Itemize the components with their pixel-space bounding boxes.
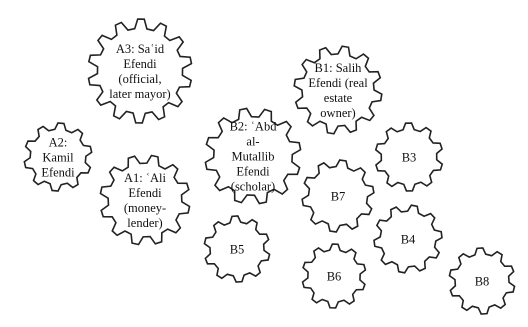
gear-b2-shape [204,107,302,205]
gear-b6-shape [301,243,367,309]
gear-b2-label-line: Mutallib [231,149,274,163]
gear-a3-label-line: Efendi [123,57,157,71]
gear-b2-label-line: B2: ʿAbd [230,119,278,133]
gear-b6: B6 [301,243,367,309]
gear-a3-label-line: later mayor) [109,87,170,101]
gear-a1-shape [99,154,191,246]
gear-b3: B3 [374,122,444,192]
gear-b7-label-line: B7 [331,189,346,203]
gear-b1-label-line: Efendi (real [308,76,368,90]
gear-b8-shape [448,247,516,315]
gear-b4-shape [373,204,443,274]
gear-a1-label-line: A1: ʿAli [124,171,167,185]
gear-a2-label-line: A2: [49,135,68,149]
gear-b5-shape [203,215,271,283]
gear-a3-label-line: A3: Saʿid [116,42,165,56]
gear-b7-shape [301,159,375,233]
gear-b1-label-line: owner) [320,106,355,120]
gear-a3-shape [87,18,193,124]
gear-a2-shape [23,122,93,192]
gear-b8-label-line: B8 [475,274,490,288]
gear-b8: B8 [448,247,516,315]
gear-b2-label-line: (scholar) [231,179,275,193]
gear-b4: B4 [373,204,443,274]
gear-b3-label-line: B3 [402,150,417,164]
gear-b2-label-line: al- [246,134,259,148]
gear-b7: B7 [301,159,375,233]
gear-b6-label-line: B6 [327,269,342,283]
gear-b1-label-line: B1: Salih [315,61,363,75]
gear-a2-label-line: Efendi [41,165,75,179]
gear-b3-shape [374,122,444,192]
gear-b5-label-line: B5 [230,242,245,256]
gear-b1-shape [293,45,383,135]
gear-a3-label-line: (official, [118,72,161,86]
gear-a1-label-line: (money- [124,201,166,215]
gear-b2-label-line: Efendi [236,164,270,178]
gear-b4-label-line: B4 [401,232,416,246]
gear-a2-label-line: Kamil [42,150,74,164]
gear-a1-label-line: lender) [127,216,162,230]
gear-b5: B5 [203,215,271,283]
gear-b1-label-line: estate [324,91,353,105]
gear-a1-label-line: Efendi [128,186,162,200]
